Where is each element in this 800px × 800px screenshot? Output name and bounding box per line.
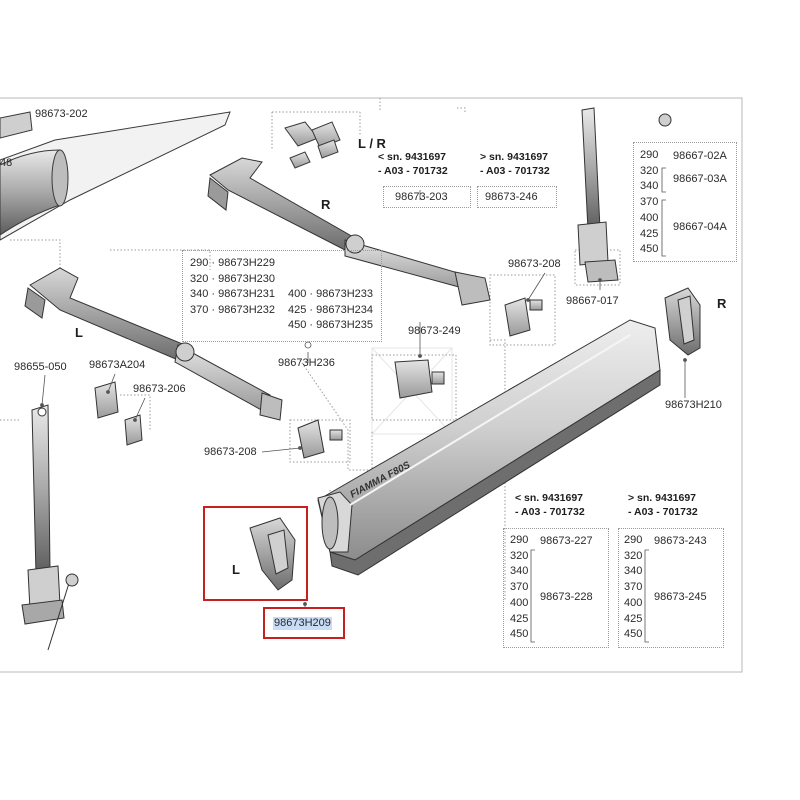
part-label-98673-246: 98673-246 [485,191,538,203]
part-label-98667-017: 98667-017 [566,295,619,307]
lr-clip-set [284,121,341,169]
part-box-246 [477,186,557,208]
awning-arm-left [24,267,283,421]
highlight-frame-part-number[interactable] [263,607,345,639]
awning-case-front [317,319,661,576]
brackets [94,297,543,459]
part-label-98673-203: 98673-203 [395,191,448,203]
profile-table-a-sizes: 290 320 340 370 400 425 450 [510,534,529,641]
part-label-98673A204: 98673A204 [89,359,146,371]
profile-table-b-bracket [644,549,649,643]
serial-note-top-left: < sn. 9431697 - A03 - 701732 [378,151,448,177]
roller-cassette-top [0,111,231,241]
part-label-98673-206: 98673-206 [133,383,186,395]
end-cap-right [664,287,701,356]
part-label-98673-227: 98673-227 [540,535,593,547]
end-cap-left [249,517,296,591]
part-label-98673H236: 98673H236 [278,357,335,369]
support-leg-right [577,107,672,283]
part-label-98673-228: 98673-228 [540,591,593,603]
arm-table-right-column: 400 · 98673H233 425 · 98673H234 450 · 98… [288,288,374,331]
part-label-98673-202: 98673-202 [35,108,88,120]
part-label-98655-050: 98655-050 [14,361,67,373]
part-label-98667-02A: 98667-02A [673,150,727,162]
serial-note-mid-left: < sn. 9431697 - A03 - 701732 [515,492,585,518]
page-frame [0,97,743,673]
side-label-r-endcap: R [717,296,727,311]
part-label-98667-03A: 98667-03A [673,173,727,185]
part-label-98673H209[interactable]: 98673H209 [273,617,332,630]
leg-table-sizes: 290 320 340 370 400 425 450 [640,149,659,256]
part-label-98673-208-lower: 98673-208 [204,446,257,458]
side-label-l-arm: L [75,325,83,340]
part-label-98673-208-upper: 98673-208 [508,258,561,270]
part-label-48: 48 [0,157,13,169]
part-label-98673-243: 98673-243 [654,535,707,547]
serial-note-mid-right: > sn. 9431697 - A03 - 701732 [628,492,698,518]
side-label-l-endcap: L [232,562,240,577]
part-label-98673-245: 98673-245 [654,591,707,603]
side-label-r-arm: R [321,197,331,212]
profile-table-a [503,528,609,648]
profile-table-b [618,528,724,648]
leg-table-brackets [661,167,666,257]
awning-arm-right [207,157,491,306]
serial-note-top-right: > sn. 9431697 - A03 - 701732 [480,151,550,177]
part-label-98673H210: 98673H210 [665,399,722,411]
part-label-98673-249: 98673-249 [408,325,461,337]
highlight-frame-end-cap[interactable] [203,506,308,601]
support-leg-left [21,404,79,651]
leg-length-table [633,142,737,262]
leader-lines [40,190,687,608]
arm-length-table [182,250,382,342]
part-box-203 [383,186,471,208]
side-label-lr: L / R [358,136,386,151]
profile-table-a-bracket [530,549,535,643]
profile-table-b-sizes: 290 320 340 370 400 425 450 [624,534,643,641]
part-label-98667-04A: 98667-04A [673,221,727,233]
arm-table-left-column: 290 · 98673H229 320 · 98673H230 340 · 98… [190,257,276,316]
